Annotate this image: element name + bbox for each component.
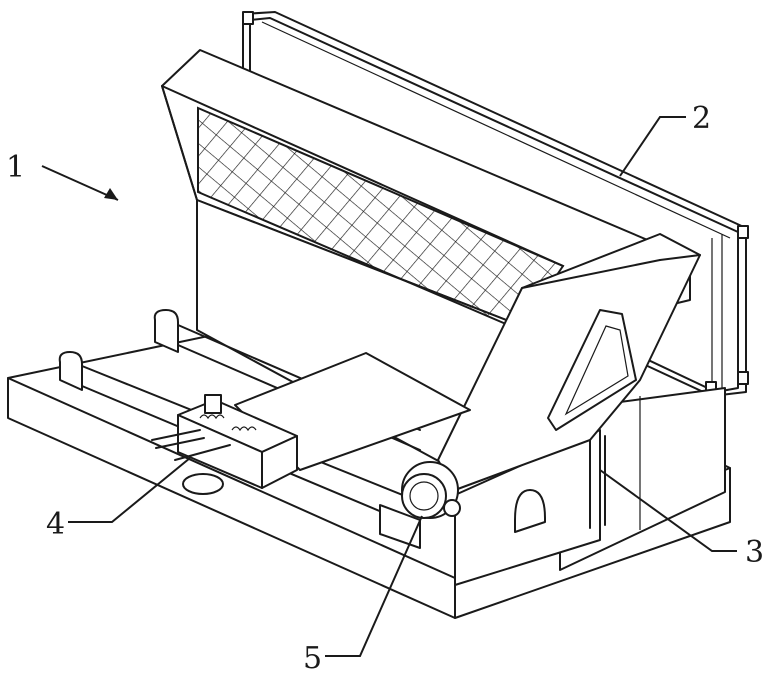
callout-5-label: 5	[303, 641, 322, 676]
callout-4-label: 4	[46, 507, 65, 542]
callout-1-label: 1	[6, 150, 25, 185]
motor-hub	[402, 462, 460, 518]
callout-2-label: 2	[692, 101, 711, 136]
callout-3-label: 3	[745, 535, 764, 570]
